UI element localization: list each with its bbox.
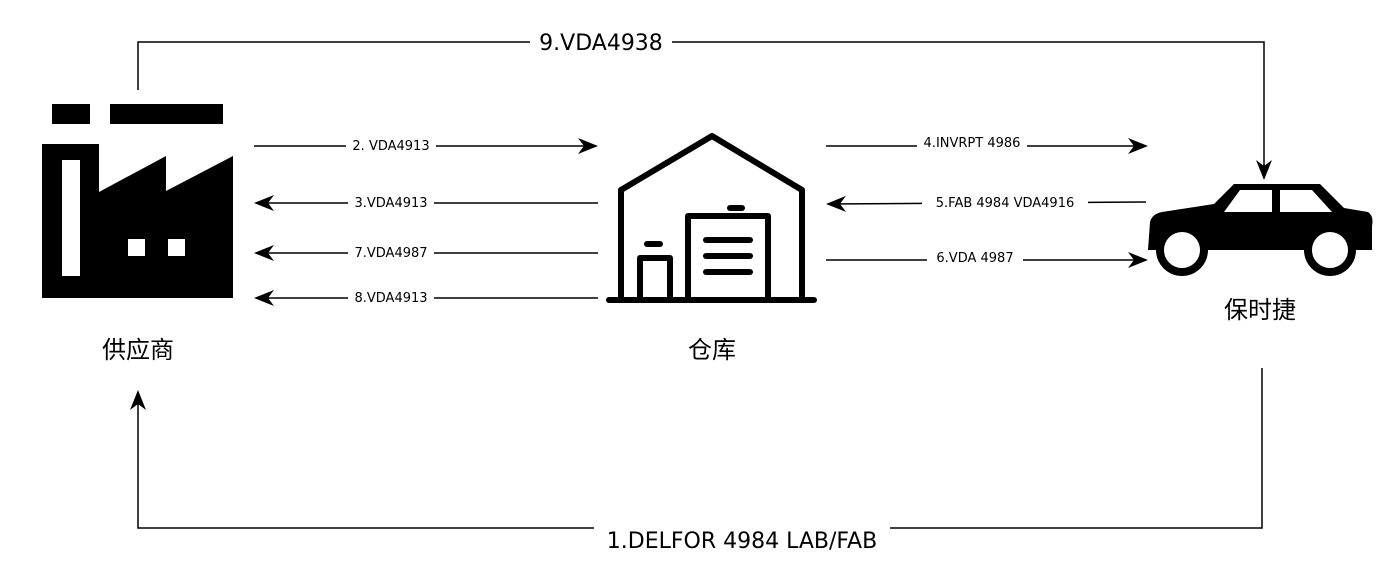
flow-5-label: 5.FAB 4984 VDA4916 — [936, 196, 1075, 211]
warehouse-label: 仓库 — [688, 336, 736, 364]
flow-6-arrow: 6.VDA 4987 — [826, 250, 1148, 268]
flow-3-label: 3.VDA4913 — [354, 196, 427, 211]
flow-8-arrow: 8.VDA4913 — [254, 289, 598, 306]
car-icon — [1148, 184, 1373, 276]
warehouse-icon — [606, 133, 817, 303]
flow-5-arrow: 5.FAB 4984 VDA4916 — [826, 194, 1147, 212]
porsche-label: 保时捷 — [1224, 296, 1296, 324]
factory-icon — [42, 104, 233, 298]
flow-7-arrow: 7.VDA4987 — [254, 244, 598, 261]
flow-2-label: 2. VDA4913 — [352, 139, 429, 154]
flow-1-label: 1.DELFOR 4984 LAB/FAB — [607, 529, 877, 554]
flow-9-label: 9.VDA4938 — [539, 31, 663, 56]
flow-2-arrow: 2. VDA4913 — [254, 137, 598, 154]
flow-4-label: 4.INVRPT 4986 — [924, 136, 1021, 151]
flow-7-label: 7.VDA4987 — [354, 246, 427, 261]
flow-3-arrow: 3.VDA4913 — [254, 194, 598, 211]
flow-4-arrow: 4.INVRPT 4986 — [826, 136, 1148, 154]
flow-1-arrow: 1.DELFOR 4984 LAB/FAB — [130, 368, 1263, 554]
flow-8-label: 8.VDA4913 — [354, 291, 427, 306]
flow-6-label: 6.VDA 4987 — [936, 251, 1013, 266]
supplier-label: 供应商 — [102, 336, 174, 364]
flow-9-arrow: 9.VDA4938 — [137, 30, 1272, 180]
